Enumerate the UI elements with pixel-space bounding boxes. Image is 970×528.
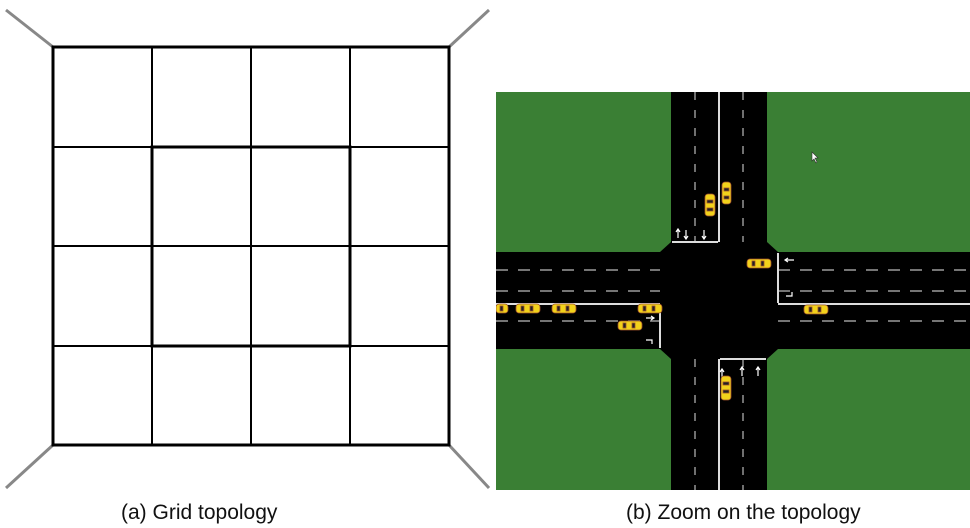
car-icon: [515, 303, 541, 314]
car-icon: [617, 320, 643, 331]
diagonal-bottom-right: [447, 443, 490, 490]
caption-grid-topology: (a) Grid topology: [121, 501, 278, 524]
cars: [496, 181, 829, 401]
diagonal-top-right: [447, 8, 490, 49]
car-icon: [721, 181, 732, 205]
intersection-box: [660, 242, 778, 359]
vertical-center-lines: [672, 92, 766, 490]
car-icon: [803, 304, 829, 315]
diagonal-top-left: [5, 8, 54, 49]
car-icon: [551, 303, 577, 314]
grid-inner-block: [150, 145, 352, 348]
lane-arrow-icon: [646, 227, 794, 378]
horizontal-lane-markings: [496, 269, 970, 322]
corner-diagonals: [4, 8, 490, 490]
diagonal-bottom-left: [4, 443, 55, 490]
car-icon: [704, 193, 716, 217]
vertical-lane-markings: [694, 92, 744, 490]
car-icon: [496, 303, 509, 314]
caption-zoom-topology: (b) Zoom on the topology: [626, 501, 861, 524]
mouse-cursor-icon: [811, 151, 819, 164]
grid-lines: [51, 45, 451, 447]
car-icon: [720, 375, 732, 401]
car-icon: [746, 258, 772, 269]
car-icon: [637, 303, 663, 314]
zoom-topology-figure: [496, 92, 970, 490]
grid-topology-figure: [4, 8, 490, 490]
